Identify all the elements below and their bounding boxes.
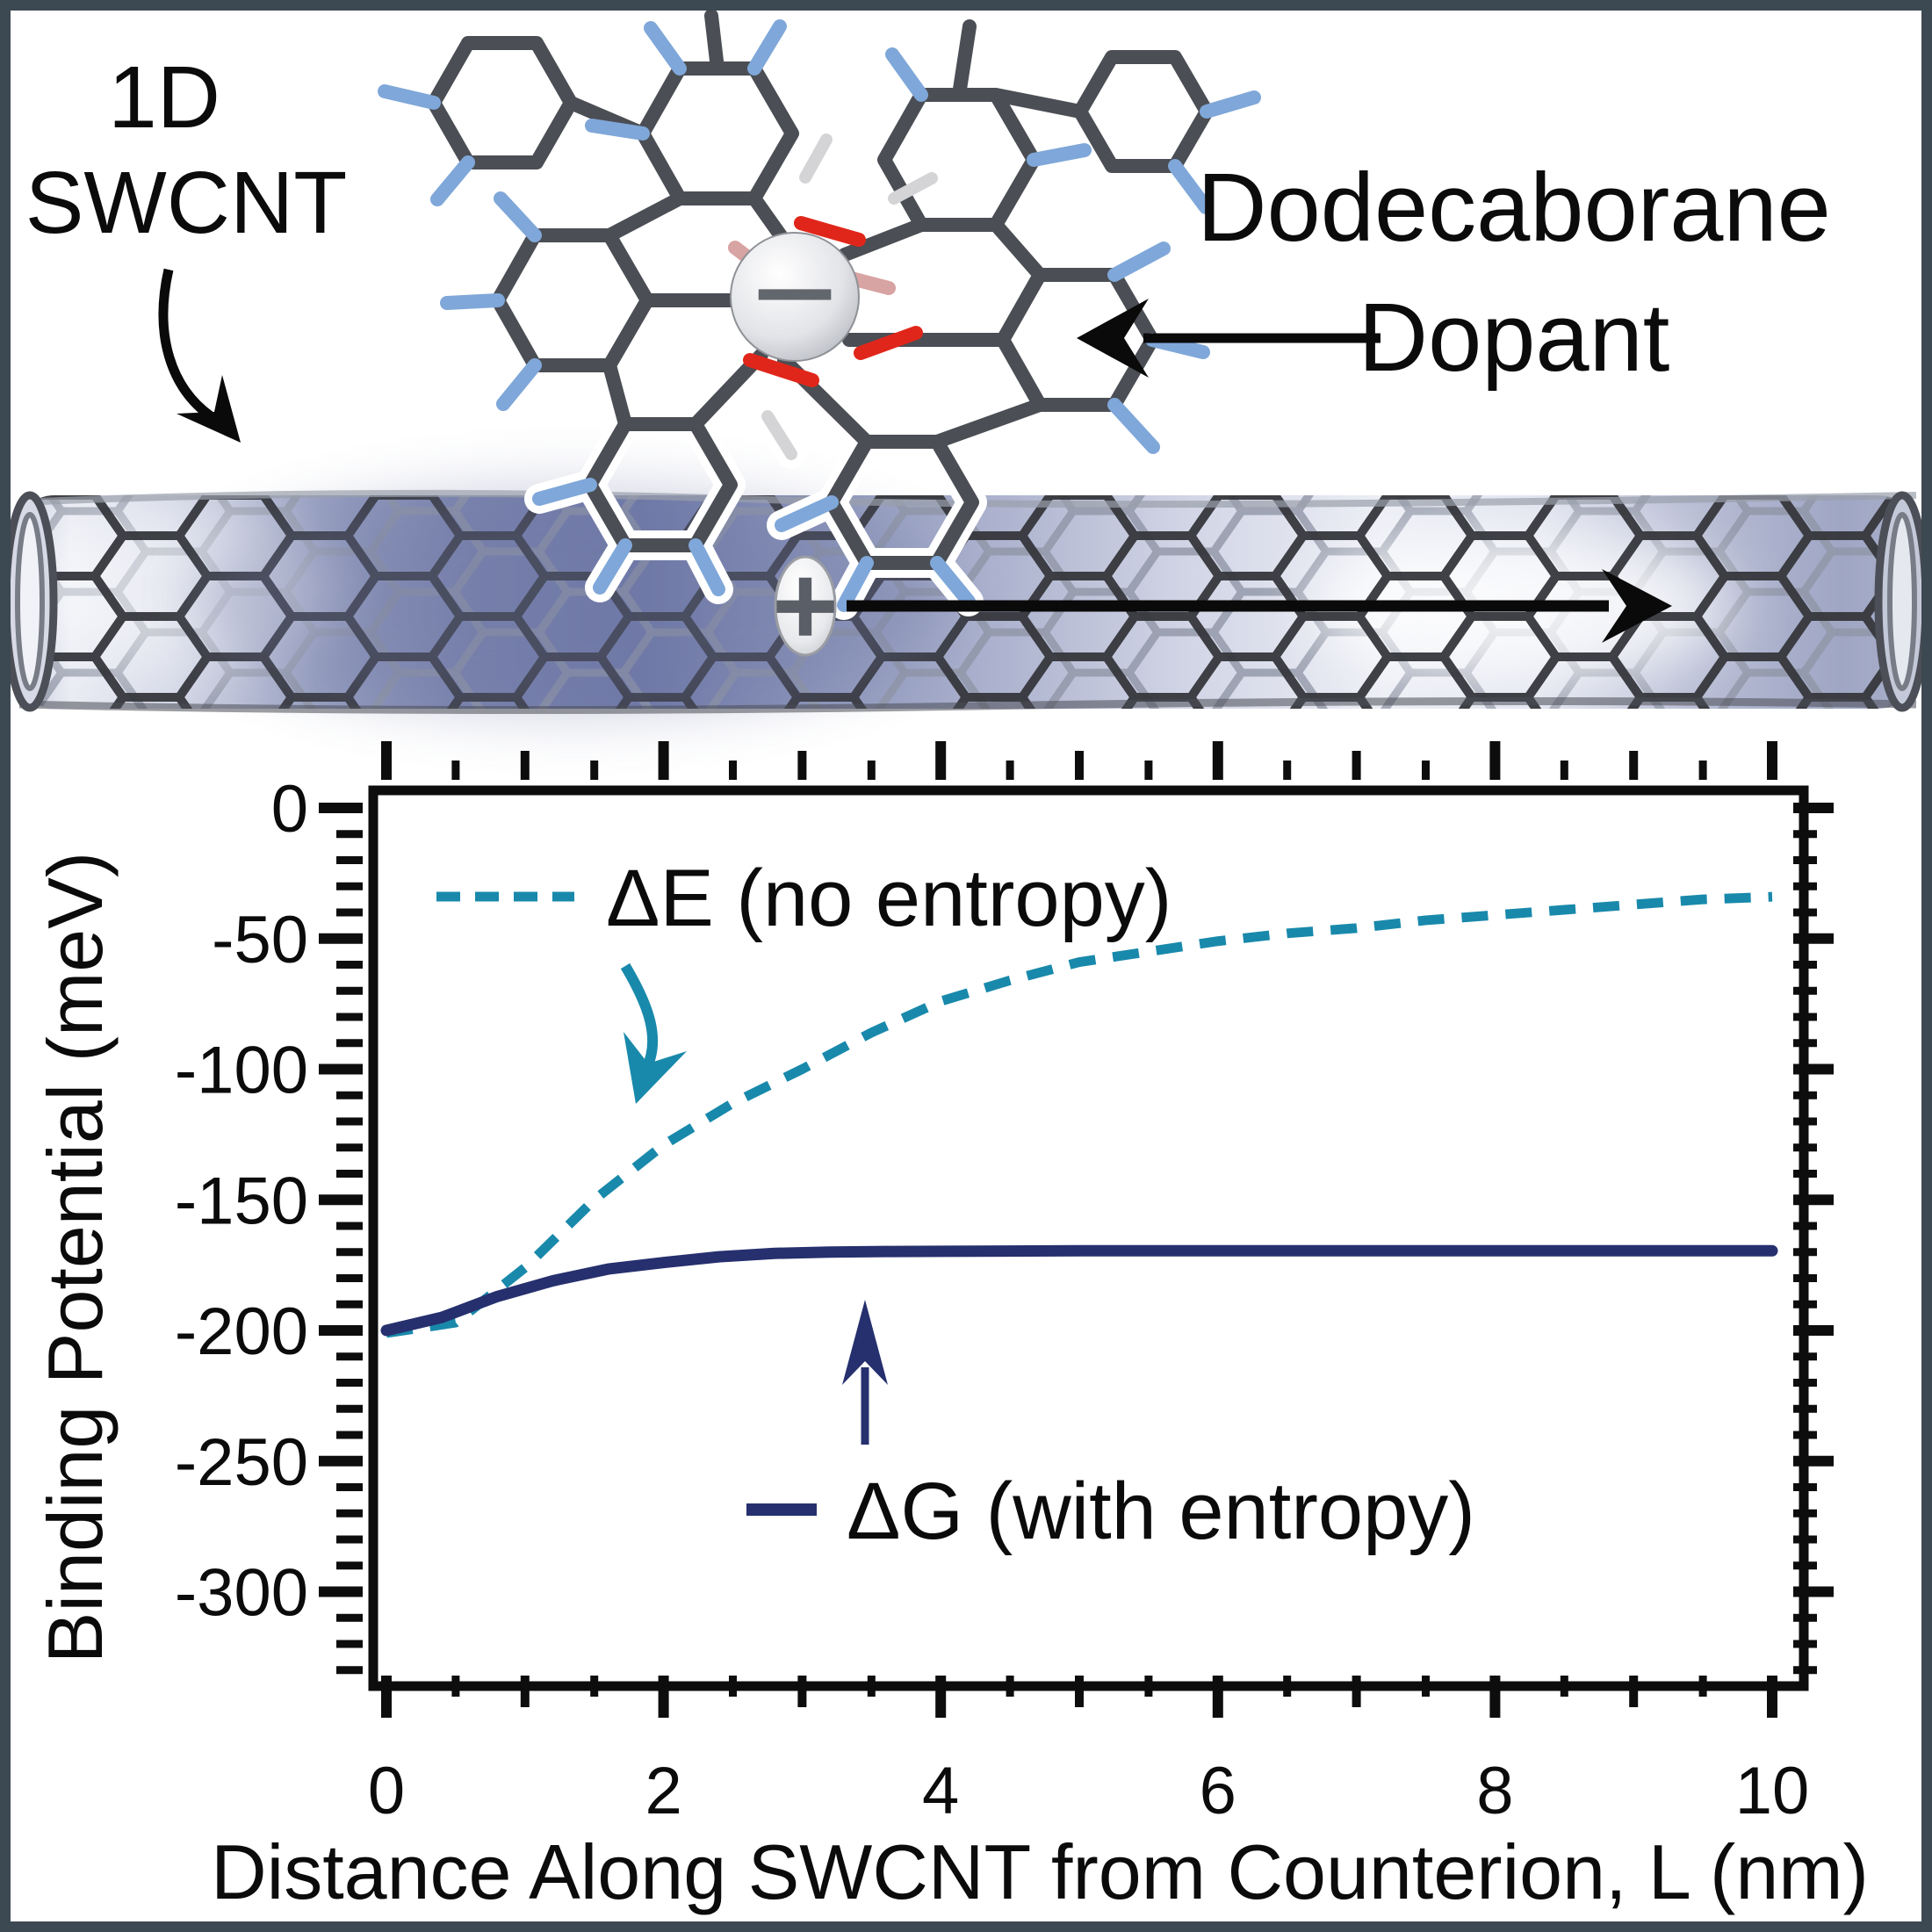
tube-left-cap-opening [15, 512, 45, 691]
plot-box [368, 785, 1809, 1691]
dopant-label-line1: Dodecaborane [1197, 154, 1831, 262]
tick-labels: 0 2 4 6 8 10 0 -50 -100 -150 -200 -250 -300 [175, 772, 1809, 1828]
swcnt-label-line2: SWCNT [25, 154, 348, 252]
x-tick-label: 0 [368, 1754, 405, 1828]
y-tick-label: -300 [175, 1556, 308, 1631]
y-tick-label: -100 [175, 1034, 308, 1108]
tube-bottom-rim [18, 696, 1917, 715]
legend-entry-dG: ΔG (with entropy) [746, 1300, 1475, 1556]
anion-sphere [730, 232, 860, 362]
counterion-annotation: + [772, 541, 1672, 669]
swcnt-tube-illustration [11, 487, 1921, 715]
series-curve-dE [386, 891, 1773, 1338]
dE-pointer-arrow-shaft [620, 962, 659, 1071]
figure-canvas: − + 1D SWCNT Dodecaborane Dopant 0 2 4 6 8 10… [11, 11, 1921, 1915]
data-curves [380, 891, 1778, 1338]
counterion-plus-sphere [774, 555, 837, 657]
y-tick-label: -200 [175, 1294, 308, 1369]
plus-symbol: + [772, 541, 839, 669]
swcnt-label-line1: 1D [108, 48, 220, 147]
legend-label-dG: ΔG (with entropy) [847, 1467, 1475, 1556]
binding-potential-chart: 0 2 4 6 8 10 0 -50 -100 -150 -200 -250 -300 ΔE (no e… [32, 741, 1869, 1915]
axis-ticks [319, 741, 1834, 1718]
swcnt-pointer-arrow-shaft [158, 268, 214, 421]
x-tick-label: 4 [922, 1754, 959, 1828]
legend-entry-dE: ΔE (no entropy) [436, 854, 1171, 1104]
x-axis-title: Distance Along SWCNT from Counterion, L … [211, 1828, 1869, 1915]
legend-label-dE: ΔE (no entropy) [606, 854, 1171, 943]
counterion-arrow-head [1602, 569, 1672, 643]
x-tick-label: 2 [645, 1754, 681, 1828]
y-tick-label: -150 [175, 1164, 308, 1238]
x-tick-label: 8 [1476, 1754, 1513, 1828]
tube-right-cap-opening [1887, 512, 1917, 691]
dopant-pointer-arrow-head [1077, 299, 1149, 378]
tube-charge-shading [195, 487, 950, 715]
y-tick-label: -250 [175, 1425, 308, 1500]
dopant-label-line2: Dopant [1359, 284, 1670, 392]
y-tick-label: 0 [271, 772, 308, 847]
swcnt-pointer-arrow-head [177, 375, 241, 443]
dodecaborane-molecule-illustration: − [385, 16, 1254, 605]
series-curve-dG [380, 1244, 1778, 1337]
x-tick-label: 6 [1200, 1754, 1236, 1828]
x-tick-label: 10 [1735, 1754, 1810, 1828]
dE-pointer-arrow-head [624, 1032, 687, 1104]
y-tick-label: -50 [212, 903, 308, 977]
y-axis-title: Binding Potential (meV) [32, 852, 119, 1663]
dG-pointer-arrow-head [842, 1300, 888, 1385]
illustration: − + 1D SWCNT Dodecaborane Dopant [11, 16, 1921, 715]
minus-symbol: − [751, 210, 838, 377]
